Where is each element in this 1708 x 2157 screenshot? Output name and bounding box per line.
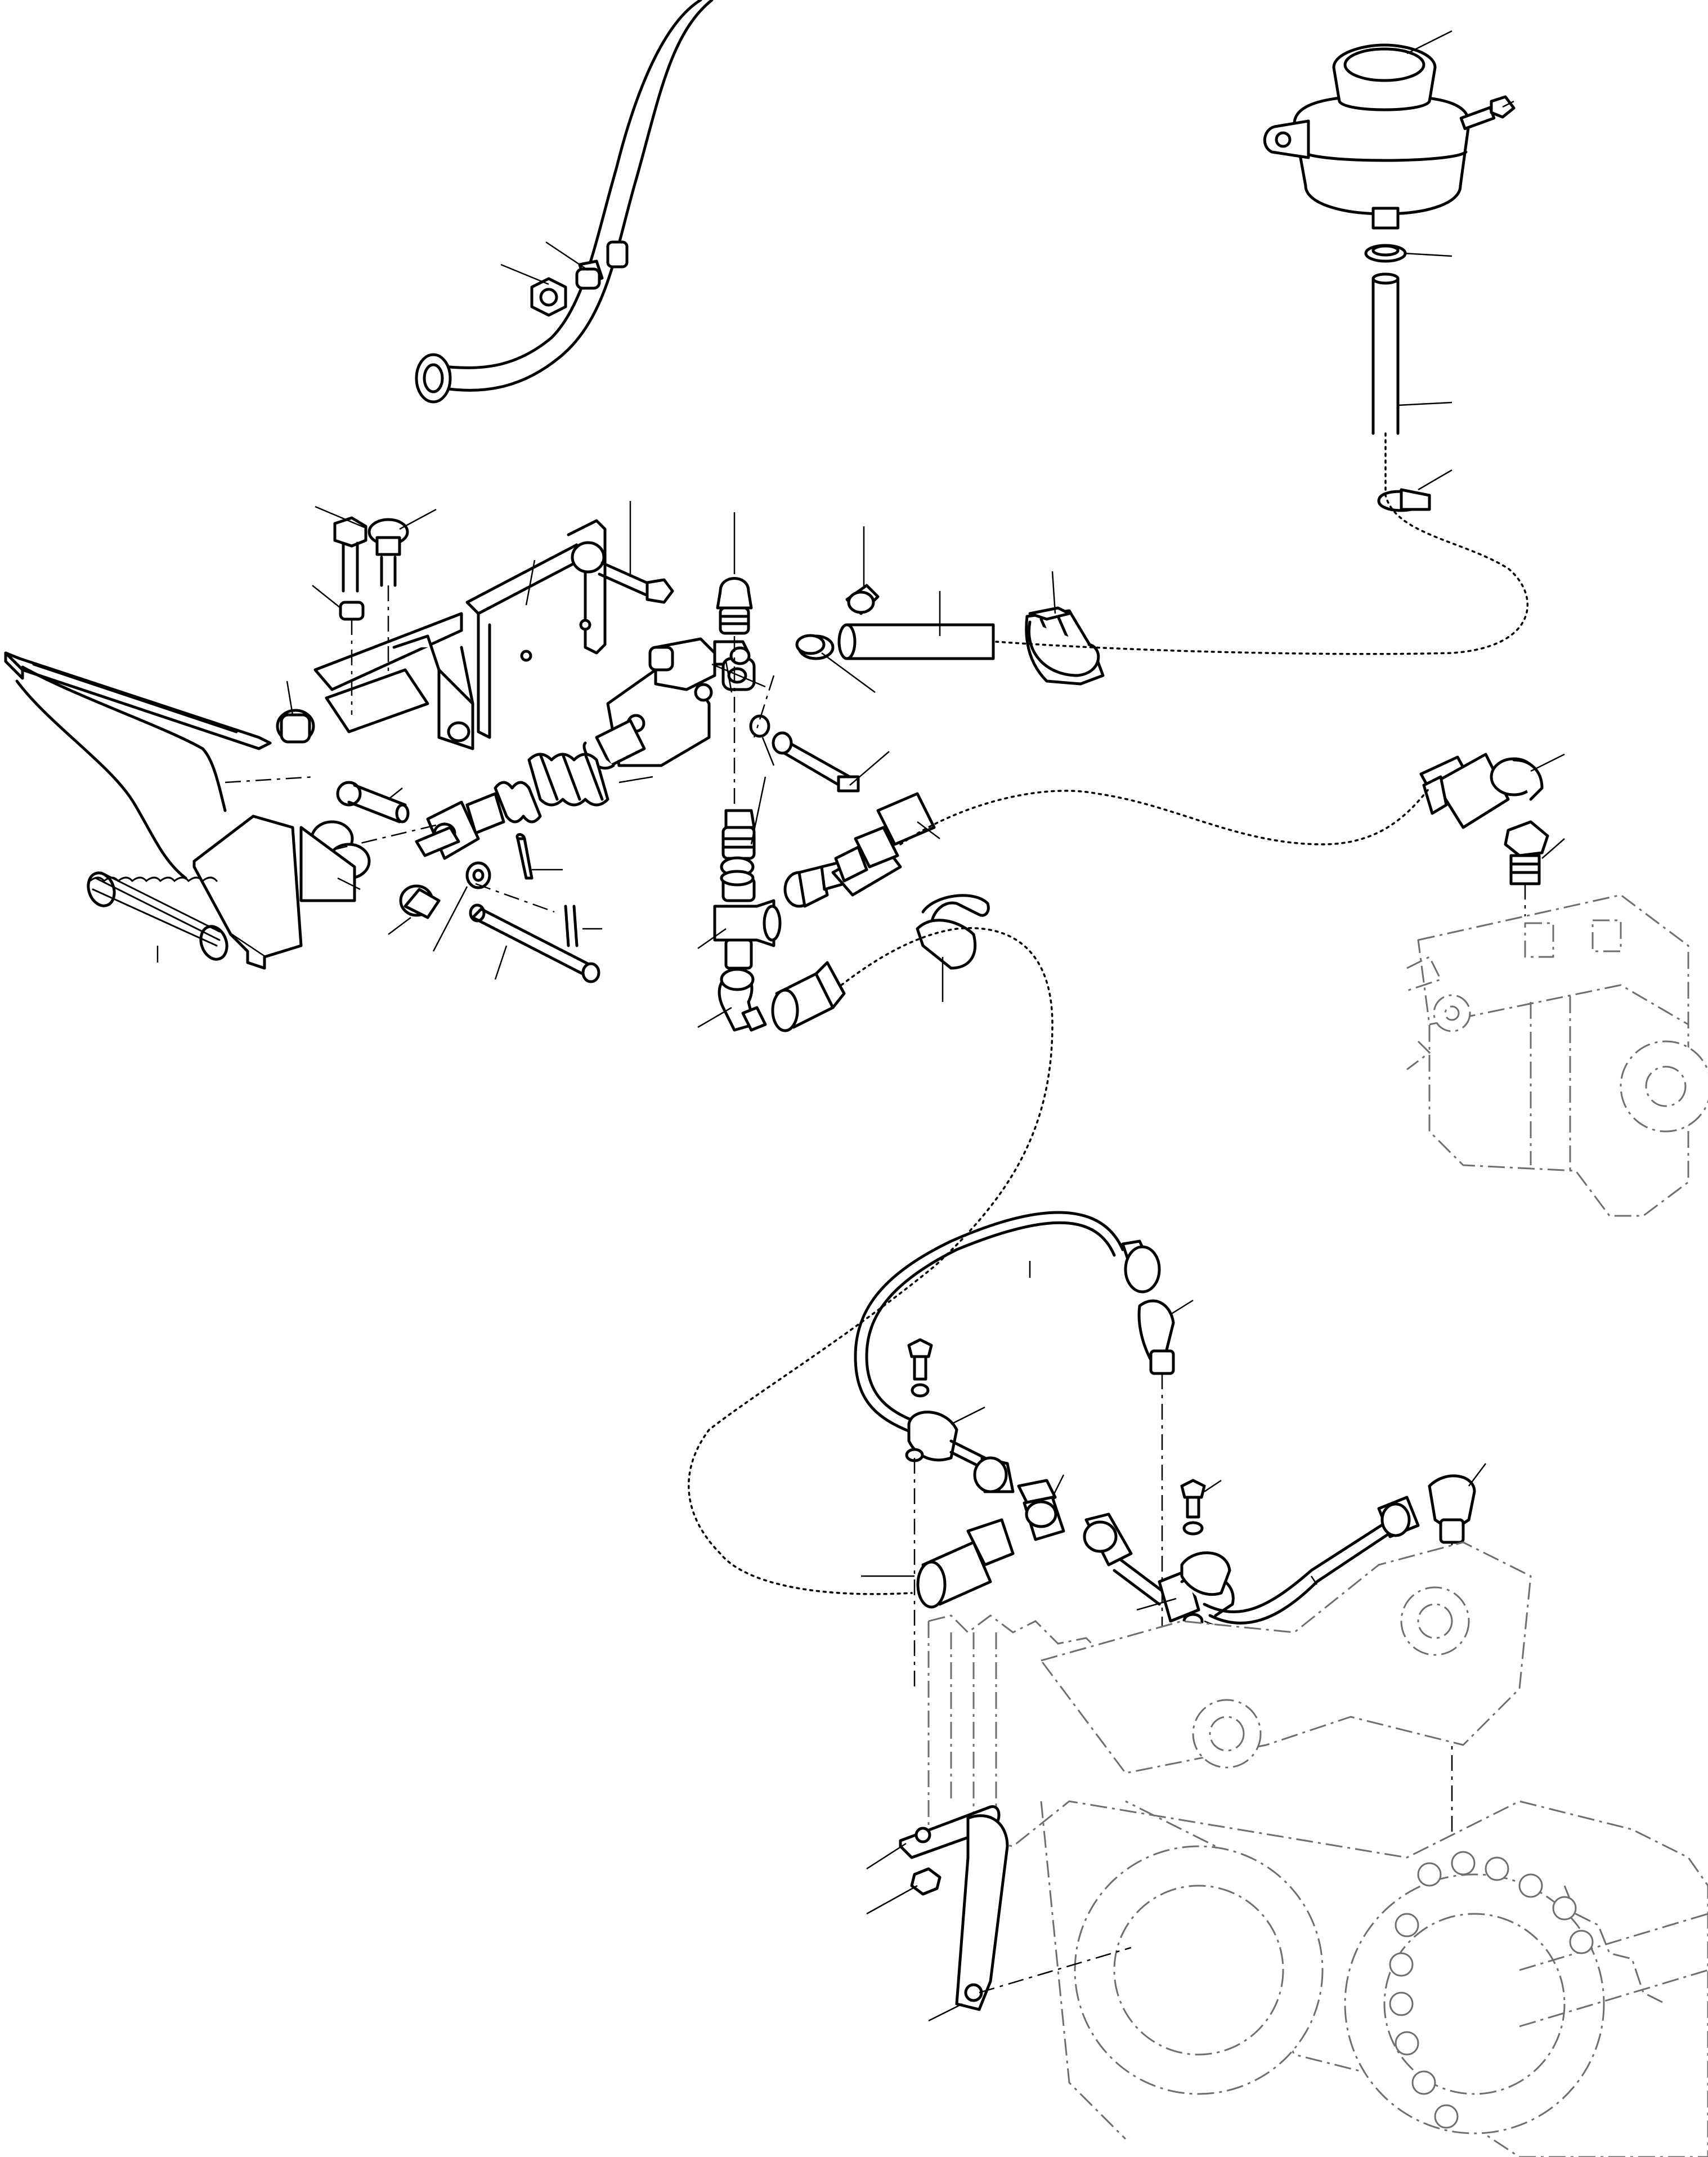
upper-hose-assembly (415, 0, 714, 404)
master-cylinder (415, 637, 766, 860)
pedal-pins (225, 776, 602, 983)
fittings-column (697, 512, 890, 1032)
hose-clip (1028, 620, 1100, 677)
pedal-assembly (4, 651, 371, 970)
hose-routes (688, 432, 1528, 1595)
lower-bracket (866, 1805, 1132, 2022)
reservoir-assembly (1263, 30, 1516, 512)
hydraulic-pump (1406, 894, 1708, 1217)
bracket-bolts (312, 501, 674, 715)
return-spring (87, 871, 228, 963)
brake-pipe-assembly (854, 1211, 1486, 1852)
axle-housing (927, 1541, 1708, 2157)
